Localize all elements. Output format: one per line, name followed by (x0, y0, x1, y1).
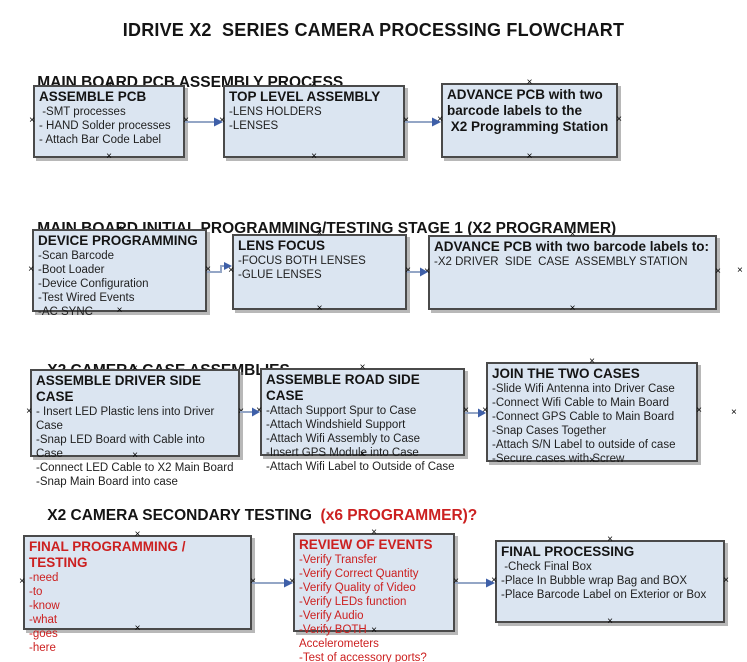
connector-handle: × (316, 303, 323, 314)
list-item: -GLUE LENSES (238, 269, 322, 281)
section-heading-secondary-testing: X2 CAMERA SECONDARY TESTING (x6 PROGRAMM… (30, 489, 477, 543)
box-title: JOIN THE TWO CASES (492, 366, 640, 381)
list-item: -Check Final Box (501, 561, 592, 573)
list-item: -Test of accessory ports? (299, 652, 427, 662)
list-item: -Snap Main Board into case (36, 476, 178, 488)
list-item: -what (29, 614, 58, 626)
connector-handle: × (28, 263, 34, 275)
list-item: -Verify Quality of Video (299, 582, 416, 594)
box-title: FINAL PROCESSING (501, 544, 635, 559)
list-item: -Verify Transfer (299, 554, 377, 566)
connector-handle: × (723, 574, 729, 586)
box-title: TOP LEVEL ASSEMBLY (229, 89, 381, 104)
connector-handle: × (616, 113, 622, 125)
list-item: -know (29, 600, 60, 612)
connector-handle: × (19, 575, 25, 587)
list-item: -Attach Windshield Support (266, 419, 406, 431)
list-item: -Connect LED Cable to X2 Main Board (36, 462, 234, 474)
connector-handle: × (106, 151, 112, 162)
list-item: -Snap LED Board with Cable into Case (36, 434, 208, 460)
flow-arrow (407, 267, 428, 277)
box-title: REVIEW OF EVENTS (299, 537, 433, 552)
list-item: -Secure cases with Screw (492, 453, 625, 465)
connector-handle: × (311, 151, 317, 162)
list-item: -Attach S/N Label to outside of case (492, 439, 676, 451)
flow-arrow (455, 578, 495, 588)
list-item: -here (29, 642, 56, 654)
box-review-of-events: REVIEW OF EVENTS -Verify Transfer -Verif… (289, 528, 459, 662)
box-title: DEVICE PROGRAMMING (38, 233, 198, 248)
list-item: -Verify Correct Quantity (299, 568, 419, 580)
section-heading-red-text: (x6 PROGRAMMER)? (316, 507, 478, 524)
flow-arrow (405, 117, 441, 127)
section-heading-text: X2 CAMERA SECONDARY TESTING (47, 507, 317, 524)
flow-arrow (240, 407, 260, 417)
connector-handle: × (26, 406, 32, 417)
list-item: -Attach Wifi Label to Outside of Case (266, 461, 455, 473)
box-advance-pcb-case-assembly: ADVANCE PCB with two barcode labels to: … (424, 230, 721, 314)
connector-handle: × (607, 616, 613, 627)
list-item: -Boot Loader (38, 264, 105, 276)
list-item: -Verify BOTH Accelerometers (299, 624, 379, 650)
box-advance-pcb-programming-station: ADVANCE PCB with two barcode labels to t… (437, 78, 622, 162)
box-title: ADVANCE PCB with two barcode labels to t… (447, 87, 609, 134)
connector-handle: × (29, 114, 35, 126)
list-item: -AC SYNC (38, 306, 93, 318)
box-title: ADVANCE PCB with two barcode labels to: (434, 239, 710, 254)
box-title: ASSEMBLE ROAD SIDE CASE (266, 372, 424, 403)
flow-arrow (252, 578, 293, 588)
box-final-programming-testing: FINAL PROGRAMMING / TESTING -need -to -k… (19, 530, 256, 655)
connector-handle-stray: × (737, 265, 743, 276)
connector-handle: × (696, 405, 702, 416)
connector-handle: × (569, 303, 576, 314)
list-item: -Place In Bubble wrap Bag and BOX (501, 575, 688, 587)
flow-arrow-elbow (207, 262, 232, 273)
list-item: -goes (29, 628, 58, 640)
box-device-programming: DEVICE PROGRAMMING -Scan Barcode -Boot L… (28, 224, 211, 319)
flow-arrow (465, 408, 486, 418)
page-title: IDRIVE X2 SERIES CAMERA PROCESSING FLOWC… (122, 20, 625, 40)
list-item: -Place Barcode Label on Exterior or Box (501, 589, 707, 601)
box-lens-focus: LENS FOCUS -FOCUS BOTH LENSES -GLUE LENS… (228, 229, 411, 314)
box-title: ASSEMBLE PCB (39, 89, 147, 104)
list-item: -Snap Cases Together (492, 425, 607, 437)
box-title: LENS FOCUS (238, 238, 326, 253)
box-title: FINAL PROGRAMMING / TESTING (29, 539, 190, 570)
list-item: -Verify LEDs function (299, 596, 407, 608)
list-item: - Insert LED Plastic lens into Driver Ca… (36, 406, 218, 432)
list-item: -to (29, 586, 43, 598)
box-assemble-pcb: ASSEMBLE PCB -SMT processes - HAND Solde… (29, 80, 189, 162)
box-top-level-assembly: TOP LEVEL ASSEMBLY -LENS HOLDERS -LENSES… (219, 80, 409, 162)
list-item: - Attach Bar Code Label (39, 134, 162, 146)
flow-arrow (185, 117, 223, 127)
box-assemble-driver-side-case: ASSEMBLE DRIVER SIDE CASE - Insert LED P… (26, 364, 244, 489)
box-title: ASSEMBLE DRIVER SIDE CASE (36, 373, 205, 404)
list-item: - HAND Solder processes (39, 120, 171, 132)
list-item: -LENS HOLDERS (229, 106, 322, 118)
list-item: -LENSES (229, 120, 279, 132)
list-item: -SMT processes (39, 106, 126, 118)
list-item: -need (29, 572, 59, 584)
list-item: -FOCUS BOTH LENSES (238, 255, 366, 267)
list-item: -Connect Wifi Cable to Main Board (492, 397, 670, 409)
box-final-processing: FINAL PROCESSING -Check Final Box -Place… (491, 535, 729, 627)
list-item: -Scan Barcode (38, 250, 115, 262)
list-item: -Attach Support Spur to Case (266, 405, 417, 417)
list-item: -Insert GPS Module into Case (266, 447, 419, 459)
list-item: -Connect GPS Cable to Main Board (492, 411, 675, 423)
box-join-the-two-cases: JOIN THE TWO CASES -Slide Wifi Antenna i… (482, 357, 702, 466)
list-item: -Test Wired Events (38, 292, 135, 304)
connector-handle: × (526, 151, 533, 162)
list-item: -Device Configuration (38, 278, 149, 290)
list-item: -Slide Wifi Antenna into Driver Case (492, 383, 675, 395)
connector-handle-stray: × (731, 407, 737, 418)
connector-handle: × (715, 265, 721, 277)
list-item: -X2 DRIVER SIDE CASE ASSEMBLY STATION (434, 256, 688, 268)
box-assemble-road-side-case: ASSEMBLE ROAD SIDE CASE -Attach Support … (256, 363, 469, 474)
list-item: -Attach Wifi Assembly to Case (266, 433, 421, 445)
list-item: -Verify Audio (299, 610, 364, 622)
